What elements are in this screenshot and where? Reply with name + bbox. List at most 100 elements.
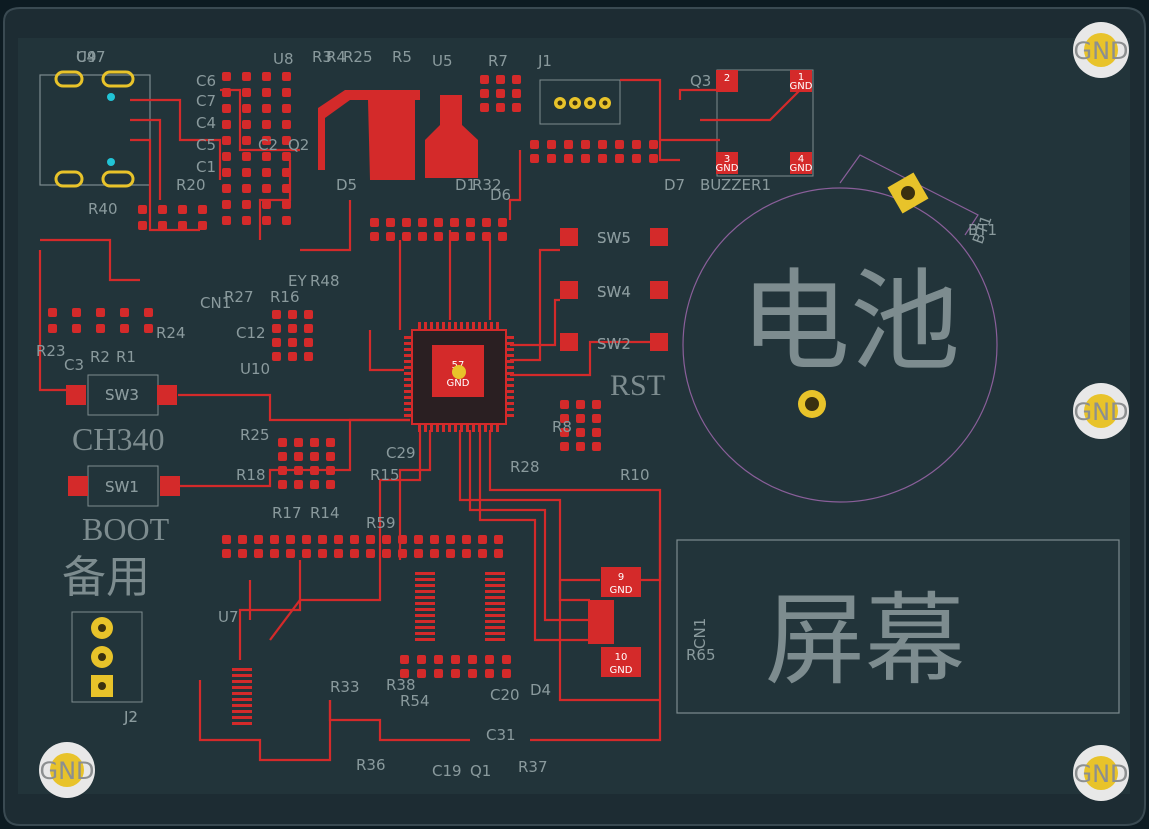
svg-text:R36: R36 — [356, 756, 386, 774]
main-mcu-ic[interactable]: 57 GND — [404, 322, 514, 432]
fpc-pins — [588, 600, 614, 644]
svg-text:3: 3 — [724, 154, 730, 165]
silk-backup: 备用 — [62, 552, 150, 603]
header-j1[interactable] — [539, 79, 621, 125]
buzzer-buzzer1[interactable]: 2 1 GND 3 GND 4 GND — [716, 69, 814, 177]
mounting-hole-mid-right[interactable]: GND — [1073, 383, 1129, 439]
svg-text:GND: GND — [1073, 37, 1128, 65]
svg-text:C6: C6 — [196, 72, 216, 90]
svg-text:GND: GND — [1073, 398, 1128, 426]
svg-text:R28: R28 — [510, 458, 540, 476]
svg-text:R48: R48 — [310, 272, 340, 290]
svg-text:EY: EY — [288, 272, 307, 290]
svg-text:SW2: SW2 — [597, 335, 631, 353]
switch-sw4[interactable]: SW4 — [560, 281, 668, 301]
svg-text:SW4: SW4 — [597, 283, 631, 301]
svg-text:SW2: SW2 — [597, 335, 631, 353]
regulator-pads — [318, 90, 478, 180]
svg-text:R5: R5 — [392, 48, 412, 66]
svg-text:GND: GND — [716, 163, 739, 174]
battery-silk-label: 电池 — [740, 258, 960, 386]
svg-text:U7: U7 — [218, 608, 239, 626]
svg-text:R4: R4 — [326, 48, 346, 66]
svg-text:R14: R14 — [310, 504, 340, 522]
svg-text:U8: U8 — [273, 50, 294, 68]
svg-text:SW3: SW3 — [105, 386, 139, 404]
svg-text:GND: GND — [790, 163, 813, 174]
switch-sw1[interactable]: SW1 — [68, 465, 180, 507]
svg-text:U10: U10 — [240, 360, 270, 378]
svg-text:SW4: SW4 — [597, 283, 631, 301]
connector-pad-9[interactable]: 9 GND — [601, 567, 641, 597]
svg-text:SW5: SW5 — [597, 229, 631, 247]
usb-connector-u9[interactable] — [39, 70, 151, 188]
svg-text:SW1: SW1 — [105, 478, 139, 496]
svg-text:Q2: Q2 — [288, 136, 309, 154]
switch-sw2[interactable]: SW2 — [560, 333, 668, 353]
svg-text:2: 2 — [724, 73, 730, 84]
svg-text:C5: C5 — [196, 136, 216, 154]
svg-text:R8: R8 — [552, 418, 572, 436]
svg-text:R16: R16 — [270, 288, 300, 306]
svg-text:J2: J2 — [123, 708, 138, 726]
svg-text:BT1: BT1 — [968, 221, 997, 239]
svg-text:C47: C47 — [76, 48, 106, 66]
svg-text:C2: C2 — [258, 136, 278, 154]
svg-text:C3: C3 — [64, 356, 84, 374]
svg-text:R32: R32 — [472, 176, 502, 194]
ic-pad-net: GND — [447, 378, 470, 389]
mounting-hole-bottom-right[interactable]: GND — [1073, 745, 1129, 801]
connector-pad-10[interactable]: 10 GND — [601, 647, 641, 677]
svg-text:C1: C1 — [196, 158, 216, 176]
svg-text:R7: R7 — [488, 52, 508, 70]
svg-text:R20: R20 — [176, 176, 206, 194]
svg-text:C19: C19 — [432, 762, 462, 780]
svg-text:SW3: SW3 — [105, 386, 139, 404]
svg-text:D4: D4 — [530, 681, 551, 699]
switch-sw5[interactable]: SW5 — [560, 228, 668, 247]
svg-text:R40: R40 — [88, 200, 118, 218]
svg-text:R25: R25 — [240, 426, 270, 444]
svg-text:R25: R25 — [343, 48, 373, 66]
svg-text:C7: C7 — [196, 92, 216, 110]
svg-text:CN1: CN1 — [200, 294, 231, 312]
svg-text:R17: R17 — [272, 504, 302, 522]
svg-text:R37: R37 — [518, 758, 548, 776]
svg-text:C4: C4 — [196, 114, 216, 132]
mounting-hole-bottom-left[interactable]: GND — [39, 742, 95, 798]
svg-text:Q3: Q3 — [690, 72, 711, 90]
svg-text:D5: D5 — [336, 176, 357, 194]
screen-silk-label: 屏幕 — [765, 582, 965, 699]
svg-text:SW1: SW1 — [105, 478, 139, 496]
svg-text:R3: R3 — [312, 48, 332, 66]
svg-text:R24: R24 — [156, 324, 186, 342]
svg-text:9: 9 — [618, 572, 624, 583]
svg-text:Q1: Q1 — [470, 762, 491, 780]
svg-text:C20: C20 — [490, 686, 520, 704]
svg-text:1: 1 — [798, 72, 804, 83]
svg-text:GND: GND — [610, 665, 633, 676]
svg-text:10: 10 — [615, 652, 628, 663]
svg-text:R59: R59 — [366, 514, 396, 532]
svg-text:R33: R33 — [330, 678, 360, 696]
mounting-hole-top-right[interactable]: GND — [1073, 22, 1129, 78]
svg-text:R27: R27 — [224, 288, 254, 306]
silk-rst: RST — [610, 369, 665, 402]
svg-text:R23: R23 — [36, 342, 66, 360]
battery-holder-bt1[interactable]: 电池 BT1 — [682, 154, 998, 503]
copper-traces — [38, 78, 801, 762]
svg-text:R38: R38 — [386, 676, 416, 694]
svg-text:CN1: CN1 — [691, 618, 709, 649]
svg-text:R18: R18 — [236, 466, 266, 484]
silk-boot: BOOT — [82, 511, 170, 547]
copper-pour — [18, 38, 1130, 794]
svg-text:D7: D7 — [664, 176, 685, 194]
svg-text:R54: R54 — [400, 692, 430, 710]
svg-text:GND: GND — [1073, 760, 1128, 788]
screen-connector-cn1[interactable]: 屏幕 CN1 — [676, 539, 1120, 714]
header-j2[interactable]: J2 — [71, 611, 143, 726]
switch-sw3[interactable]: SW3 — [66, 374, 177, 416]
